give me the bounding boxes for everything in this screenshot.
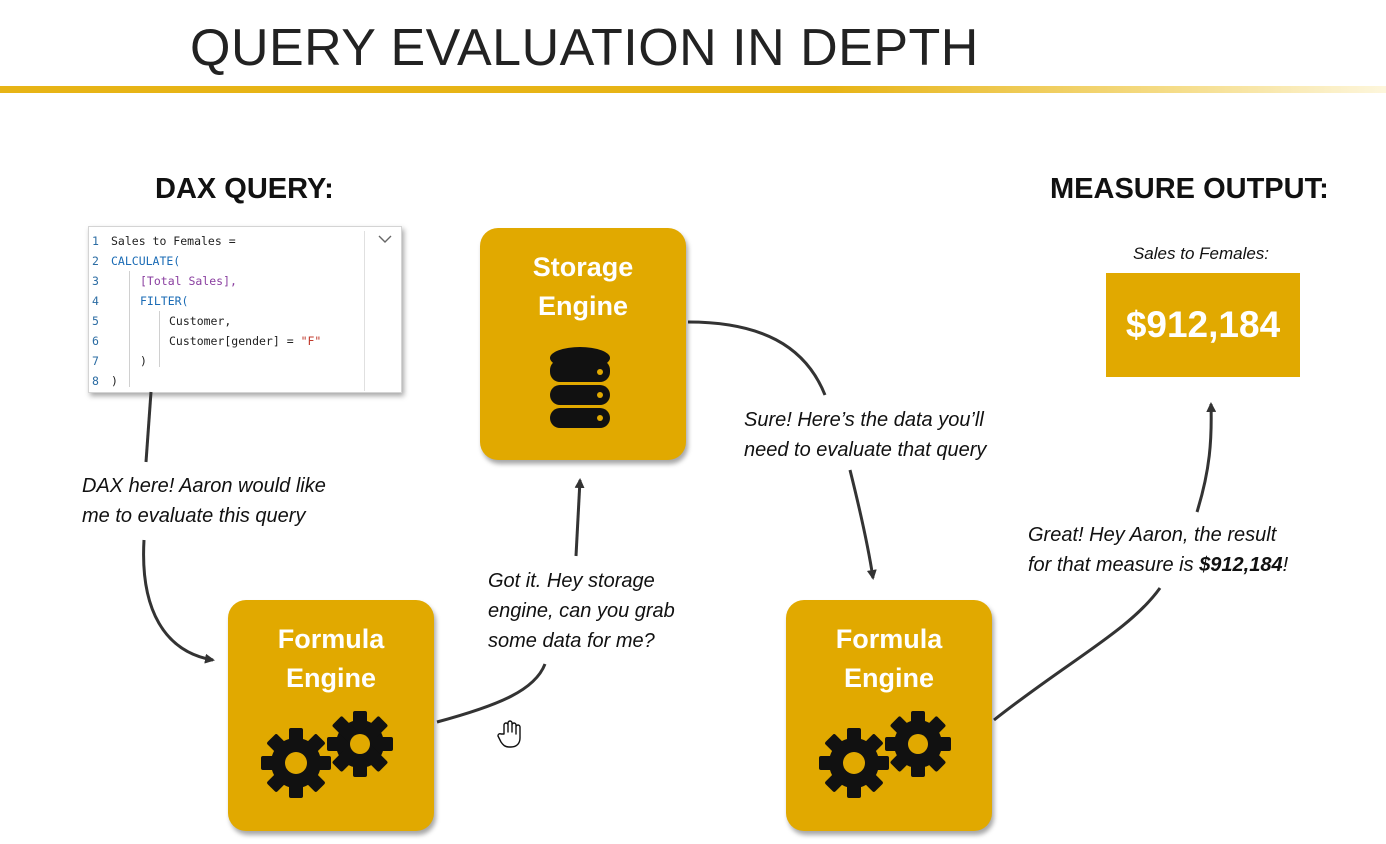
title-underline [0, 86, 1386, 93]
formula-engine-label: Formula Engine [277, 624, 385, 693]
caption-line: for that measure is [1028, 554, 1200, 576]
formula-engine-box-right: Formula Engine [786, 600, 992, 831]
code-text: ) [111, 374, 118, 388]
measure-output-label: Sales to Females: [1132, 244, 1270, 263]
code-line: 8 ) [89, 374, 118, 394]
code-text: Sales to Females = [111, 234, 236, 248]
page-title: QUERY EVALUATION IN DEPTH [190, 19, 979, 77]
caption-formula-to-storage: Got it. Hey storage engine, can you grab… [488, 570, 675, 652]
chevron-down-icon[interactable] [377, 233, 393, 245]
arrow-formula-to-output-bottom [993, 587, 1162, 722]
code-keyword: CALCULATE( [111, 254, 181, 268]
line-number: 5 [92, 314, 99, 328]
measure-output-value: $912,184 [1106, 273, 1300, 377]
line-number: 8 [92, 374, 99, 388]
indent-guide [129, 271, 130, 387]
arrow-formula-to-storage-bottom [436, 663, 547, 724]
arrow-storage-top [687, 320, 827, 396]
caption-formula-to-output: Great! Hey Aaron, the result for that me… [1028, 520, 1288, 580]
code-text: ) [140, 354, 147, 368]
indent-guide [159, 311, 160, 367]
line-number: 2 [92, 254, 99, 268]
line-number: 3 [92, 274, 99, 288]
caption-line: Great! Hey Aaron, the result [1028, 524, 1277, 546]
code-line: 7 ) [89, 354, 147, 374]
dax-code-editor: 1 Sales to Females = 2 CALCULATE( 3 [Tot… [88, 226, 402, 393]
code-measure: [Total Sales], [140, 274, 237, 288]
code-line: 4 FILTER( [89, 294, 188, 314]
formula-engine-label: Formula Engine [835, 624, 943, 693]
line-number: 4 [92, 294, 99, 308]
arrow-dax-to-formula [142, 539, 215, 664]
editor-scrollbar [364, 231, 365, 391]
arrow-storage-to-formula [848, 469, 877, 580]
code-line: 2 CALCULATE( [89, 254, 180, 274]
line-number: 6 [92, 334, 99, 348]
code-line: 5 Customer, [89, 314, 231, 334]
code-line: 1 Sales to Females = [89, 234, 236, 254]
caption-line: ! [1282, 554, 1289, 576]
gears-icon [261, 711, 393, 798]
arrow-dax-to-formula-top [144, 391, 153, 463]
database-icon [550, 347, 610, 428]
dax-query-heading: DAX QUERY: [155, 173, 334, 205]
code-text: Customer[gender] = [169, 334, 301, 348]
line-number: 1 [92, 234, 99, 248]
gears-icon [819, 711, 951, 798]
measure-output-heading: MEASURE OUTPUT: [1050, 173, 1329, 205]
code-text: Customer, [169, 314, 232, 328]
arrow-formula-to-storage [574, 478, 585, 557]
storage-engine-box: Storage Engine [480, 228, 686, 460]
code-line: 3 [Total Sales], [89, 274, 237, 294]
code-keyword: FILTER( [140, 294, 189, 308]
code-line: 6 Customer[gender] = "F" [89, 334, 321, 354]
arrow-formula-to-output [1195, 402, 1217, 513]
caption-storage-to-formula: Sure! Here’s the data you’ll need to eva… [744, 409, 987, 461]
caption-result-value: $912,184 [1199, 554, 1283, 576]
line-number: 7 [92, 354, 99, 368]
storage-engine-label: Storage Engine [532, 252, 634, 321]
hand-cursor-icon [497, 720, 521, 748]
formula-engine-box-left: Formula Engine [228, 600, 434, 831]
code-string: "F" [300, 334, 322, 348]
caption-dax-to-formula: DAX here! Aaron would like me to evaluat… [82, 475, 326, 527]
